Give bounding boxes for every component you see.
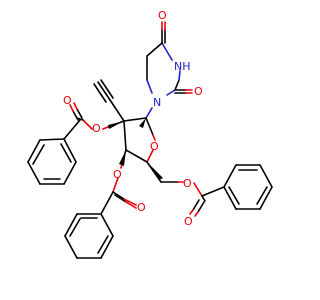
carbonyl-oxygen-top: O [158,9,167,22]
ester-oxygen-bottom: O [113,168,122,181]
wedge-bond-anomeric [139,118,146,128]
ethynyl-group [93,79,125,122]
ester-oxygen-right: O [183,177,192,190]
benzoyl-ester-right [146,161,273,217]
molecule-canvas: O NH O N O [27,9,273,259]
benzoyl-ester-bottom [64,149,137,259]
carbonyl-oxygen-right-ester: O [184,215,193,228]
wedge-bond-c2 [108,121,124,129]
wedge-bond-c3 [119,150,126,166]
ring-oxygen: O [150,140,159,153]
carbonyl-oxygen-right: O [194,85,203,98]
wedge-bond-c4 [147,162,163,180]
nh-label: NH [174,60,191,73]
furanose-ring [123,117,156,163]
n-glycosidic-bond [145,107,153,119]
benzoyl-ester-left [27,102,125,185]
dihydrouracil-ring [146,21,193,96]
ring-nitrogen: N [153,96,161,109]
carbonyl-oxygen-left: O [63,94,72,107]
ester-oxygen-left: O [92,122,101,135]
carbonyl-oxygen-bottom: O [137,201,146,214]
molecule-structure: O NH O N O [27,9,273,259]
